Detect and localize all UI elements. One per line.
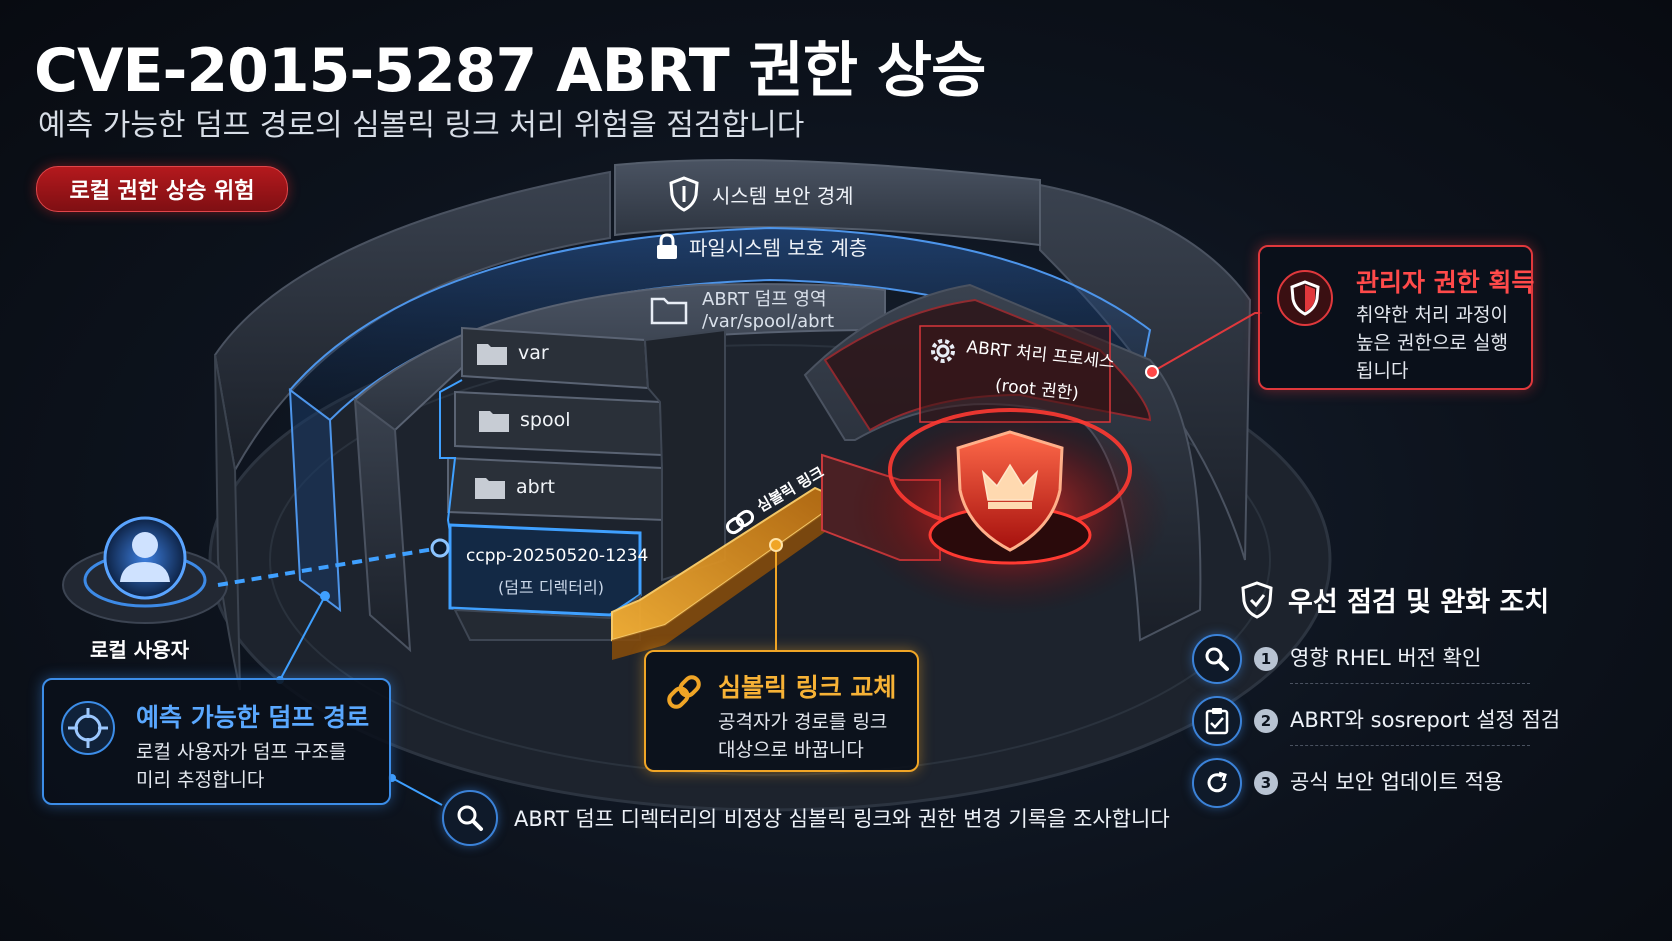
admin-privilege-card: 관리자 권한 획득 취약한 처리 과정이 높은 권한으로 실행됩니다 — [1258, 245, 1535, 390]
refresh-icon — [1207, 771, 1227, 793]
mitigation-header: 우선 점검 및 완화 조치 — [1240, 580, 1549, 619]
investigate-connector — [391, 777, 443, 806]
link-icon — [667, 675, 701, 709]
mitigation-item-1: 1 영향 RHEL 버전 확인 — [1192, 632, 1532, 684]
mitigation-item-3: 3 공식 보안 업데이트 적용 — [1192, 756, 1532, 808]
dump-dir-desc: (덤프 디렉터리) — [498, 578, 604, 597]
admin-connector-dot — [1145, 365, 1159, 379]
folder-spool: spool — [478, 407, 571, 433]
admin-privilege-title: 관리자 권한 획득 — [1356, 268, 1535, 297]
mitigation-row: 3 공식 보안 업데이트 적용 — [1254, 766, 1503, 796]
mitigation-number: 3 — [1254, 771, 1278, 795]
dump-dir-name: ccpp-20250520-1234 — [466, 546, 649, 566]
gear-icon — [931, 339, 955, 363]
mitigation-icon-circle — [1192, 758, 1242, 808]
inner-layer-title: ABRT 덤프 영역 — [702, 289, 827, 310]
folder-icon — [477, 344, 507, 365]
mitigation-label: 영향 RHEL 버전 확인 — [1290, 646, 1482, 670]
mitigation-row: 2 ABRT와 sosreport 설정 점검 — [1254, 704, 1560, 734]
folder-label: spool — [520, 409, 571, 431]
search-icon — [1205, 647, 1229, 671]
predictable-path-card: 예측 가능한 덤프 경로 로컬 사용자가 덤프 구조를 미리 추정합니다 — [42, 678, 391, 805]
inner-layer-path: /var/spool/abrt — [702, 311, 835, 332]
folder-abrt: abrt — [474, 474, 555, 500]
symlink-beam-face — [612, 500, 842, 660]
mitigation-divider — [1290, 745, 1530, 746]
page-subtitle: 예측 가능한 덤프 경로의 심볼릭 링크 처리 위험을 점검합니다 — [38, 108, 805, 143]
folder-icon — [479, 411, 509, 432]
middle-layer-label: 파일시스템 보호 계층 — [655, 232, 867, 261]
lock-icon — [657, 232, 677, 259]
dump-dir: ccpp-20250520-1234 (덤프 디렉터리) — [466, 546, 649, 598]
symlink-connector-dot — [769, 538, 783, 552]
mitigation-label: ABRT와 sosreport 설정 점검 — [1290, 708, 1561, 732]
investigate-text: ABRT 덤프 디렉터리의 비정상 심볼릭 링크와 권한 변경 기록을 조사합니… — [514, 807, 1170, 831]
outer-wall-top — [614, 159, 1041, 247]
attack-path — [217, 546, 441, 587]
folder-icon — [475, 478, 505, 499]
vault-floor-ring — [269, 344, 1271, 776]
admin-privilege-body: 취약한 처리 과정이 높은 권한으로 실행됩니다 — [1356, 304, 1508, 382]
dump-area-wall-face — [353, 397, 412, 653]
outer-layer-label: 시스템 보안 경계 — [668, 176, 854, 212]
crown-shield-icon — [956, 430, 1064, 552]
folder-step-side — [643, 328, 726, 582]
symlink-swap-body: 공격자가 경로를 링크 대상으로 바꿉니다 — [718, 711, 888, 761]
mitigation-divider — [1290, 683, 1530, 684]
mitigation-label: 공식 보안 업데이트 적용 — [1290, 770, 1504, 794]
mitigation-number: 1 — [1254, 647, 1278, 671]
mitigation-icon-circle — [1192, 634, 1242, 684]
predictable-connector — [279, 595, 326, 681]
search-icon — [457, 805, 483, 831]
page-title: CVE-2015-5287 ABRT 권한 상승 — [34, 36, 986, 106]
folder-label: abrt — [516, 476, 555, 498]
red-shield-icon — [1277, 270, 1333, 326]
clipboard-check-icon — [1205, 708, 1229, 735]
mitigation-number: 2 — [1254, 709, 1278, 733]
predictable-path-title: 예측 가능한 덤프 경로 — [136, 703, 370, 732]
dump-dir-box — [448, 523, 642, 617]
symlink-swap-title: 심볼릭 링크 교체 — [718, 673, 897, 702]
folder-label: var — [518, 342, 549, 364]
shield-icon — [1241, 580, 1273, 619]
inner-layer-label: ABRT 덤프 영역 /var/spool/abrt — [650, 285, 834, 332]
target-icon — [61, 701, 115, 755]
filesystem-layer-face — [288, 387, 342, 613]
investigate-icon-circle — [442, 790, 498, 846]
investigate-note: ABRT 덤프 디렉터리의 비정상 심볼릭 링크와 권한 변경 기록을 조사합니… — [442, 790, 1170, 846]
symlink-swap-card: 심볼릭 링크 교체 공격자가 경로를 링크 대상으로 바꿉니다 — [644, 650, 919, 772]
mitigation-icon-circle — [1192, 696, 1242, 746]
user-label: 로컬 사용자 — [90, 638, 189, 662]
mitigation-row: 1 영향 RHEL 버전 확인 — [1254, 642, 1481, 672]
predictable-path-body: 로컬 사용자가 덤프 구조를 미리 추정합니다 — [136, 741, 347, 791]
user-icon — [120, 532, 170, 582]
shield-icon — [669, 176, 699, 212]
folder-var: var — [476, 340, 549, 366]
attack-path-target — [430, 538, 450, 558]
folder-icon — [650, 297, 688, 324]
risk-badge: 로컬 권한 상승 위험 — [36, 166, 288, 212]
mitigation-title: 우선 점검 및 완화 조치 — [1288, 587, 1550, 618]
chain-icon — [725, 509, 755, 535]
outer-layer-text: 시스템 보안 경계 — [712, 183, 854, 208]
mitigation-item-2: 2 ABRT와 sosreport 설정 점검 — [1192, 694, 1560, 746]
middle-layer-text: 파일시스템 보호 계층 — [689, 236, 868, 260]
